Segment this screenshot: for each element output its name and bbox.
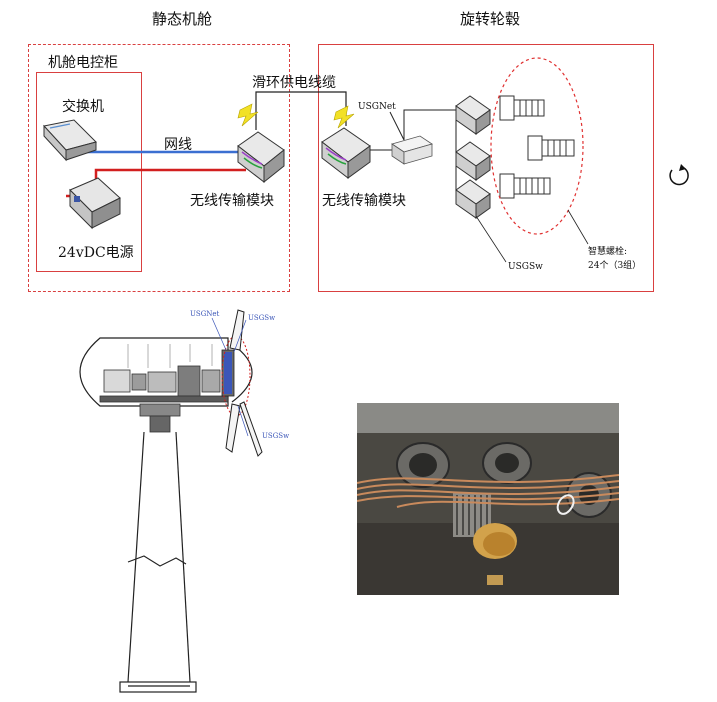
static-nacelle-title: 静态机舱 bbox=[152, 10, 213, 28]
blades bbox=[225, 309, 263, 457]
static-nacelle-frame bbox=[28, 44, 290, 292]
wireless-module-left bbox=[237, 131, 285, 184]
usgsw-label: USGSw bbox=[508, 262, 543, 272]
slip-ring-label: 滑环供电线缆 bbox=[252, 75, 336, 91]
lightning-right bbox=[333, 105, 355, 129]
power-label: 24vDC电源 bbox=[58, 245, 134, 261]
rotate-arrow-icon bbox=[669, 164, 689, 186]
turbine-callout-usgsw-bottom: USGSw bbox=[262, 432, 290, 440]
smart-bolt-photo bbox=[357, 403, 619, 595]
bolts-label-line2: 24个（3组） bbox=[588, 261, 642, 271]
usgnet-gateway bbox=[391, 135, 433, 165]
top-diagram-graphics bbox=[43, 57, 589, 263]
wireless-right-label: 无线传输模块 bbox=[322, 193, 406, 209]
smart-bolt-photo-drawing bbox=[357, 403, 619, 595]
switch-label: 交换机 bbox=[62, 99, 104, 115]
ethernet-label: 网线 bbox=[164, 137, 192, 153]
bolt-1 bbox=[499, 95, 545, 121]
tower bbox=[119, 431, 197, 693]
usgsw-leader bbox=[475, 215, 507, 263]
usgsw-node-3 bbox=[455, 179, 491, 219]
rotating-hub-title: 旋转轮毂 bbox=[460, 10, 521, 28]
power-supply-device bbox=[69, 177, 121, 230]
usgnet-label: USGNet bbox=[358, 102, 396, 112]
bolt-2 bbox=[527, 135, 575, 161]
lightning-left bbox=[237, 103, 259, 127]
rotating-hub-frame bbox=[318, 44, 654, 292]
drivetrain bbox=[99, 365, 229, 433]
usgsw-node-1 bbox=[455, 95, 491, 135]
bolts-group-ellipse bbox=[490, 57, 584, 235]
turbine-callout-usgsw-top: USGSw bbox=[248, 314, 276, 322]
usgsw-node-2 bbox=[455, 141, 491, 181]
bolts-leader bbox=[567, 209, 589, 245]
switch-device bbox=[43, 119, 97, 162]
usgsw-bus bbox=[403, 109, 456, 140]
bolts-label-line1: 智慧螺栓: bbox=[588, 247, 628, 257]
bolt-3 bbox=[499, 173, 551, 199]
turbine-callout-usgnet: USGNet bbox=[190, 310, 220, 318]
wireless-left-label: 无线传输模块 bbox=[190, 193, 274, 209]
nacelle-cabinet-frame bbox=[36, 72, 142, 272]
wireless-module-right bbox=[321, 127, 371, 180]
cabinet-title: 机舱电控柜 bbox=[48, 55, 118, 71]
